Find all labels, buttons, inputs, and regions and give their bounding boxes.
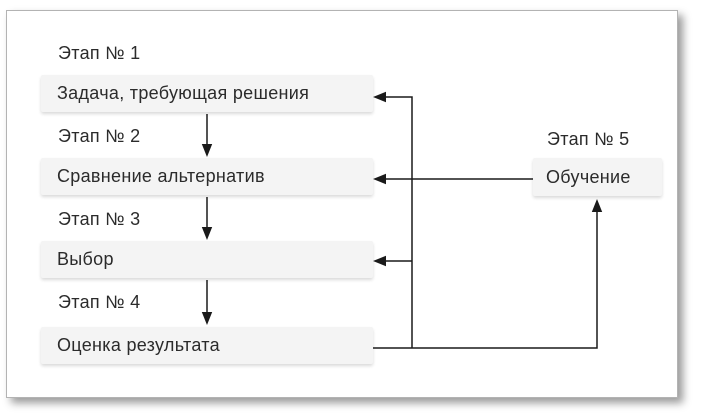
arrow-feedback-to-stage3 bbox=[373, 255, 412, 267]
stage-5-box-text: Обучение bbox=[546, 166, 631, 187]
stage-3-box-choice: Выбор bbox=[41, 241, 373, 278]
stage-5-label: Этап № 5 bbox=[547, 129, 630, 149]
stage-1-box-task: Задача, требующая решения bbox=[41, 75, 373, 112]
stage-2-label: Этап № 2 bbox=[58, 126, 141, 146]
stage-3-box-text: Выбор bbox=[57, 249, 114, 269]
stage-3-label: Этап № 3 bbox=[58, 209, 141, 229]
arrow-stage5-to-stage2 bbox=[373, 173, 533, 185]
stage-2-box-comparison: Сравнение альтернатив bbox=[41, 158, 373, 195]
stage-4-box-evaluation: Оценка результата bbox=[41, 327, 373, 364]
arrow-feedback-to-stage1 bbox=[373, 91, 413, 348]
stage-1-box-text: Задача, требующая решения bbox=[57, 83, 310, 103]
stage-4-box-text: Оценка результата bbox=[57, 335, 220, 355]
arrow-stage1-to-stage2 bbox=[201, 114, 213, 157]
arrow-stage4-to-stage5 bbox=[373, 199, 603, 349]
stage-4-label: Этап № 4 bbox=[58, 292, 141, 312]
stage-1-label: Этап № 1 bbox=[58, 43, 141, 63]
stage-5-box-learning: Обучение bbox=[533, 158, 662, 196]
stage-2-box-text: Сравнение альтернатив bbox=[57, 166, 265, 186]
diagram-card: Этап № 1 Этап № 2 Этап № 3 Этап № 4 Этап… bbox=[6, 10, 678, 398]
arrow-stage2-to-stage3 bbox=[201, 197, 213, 240]
arrow-stage3-to-stage4 bbox=[201, 280, 213, 325]
